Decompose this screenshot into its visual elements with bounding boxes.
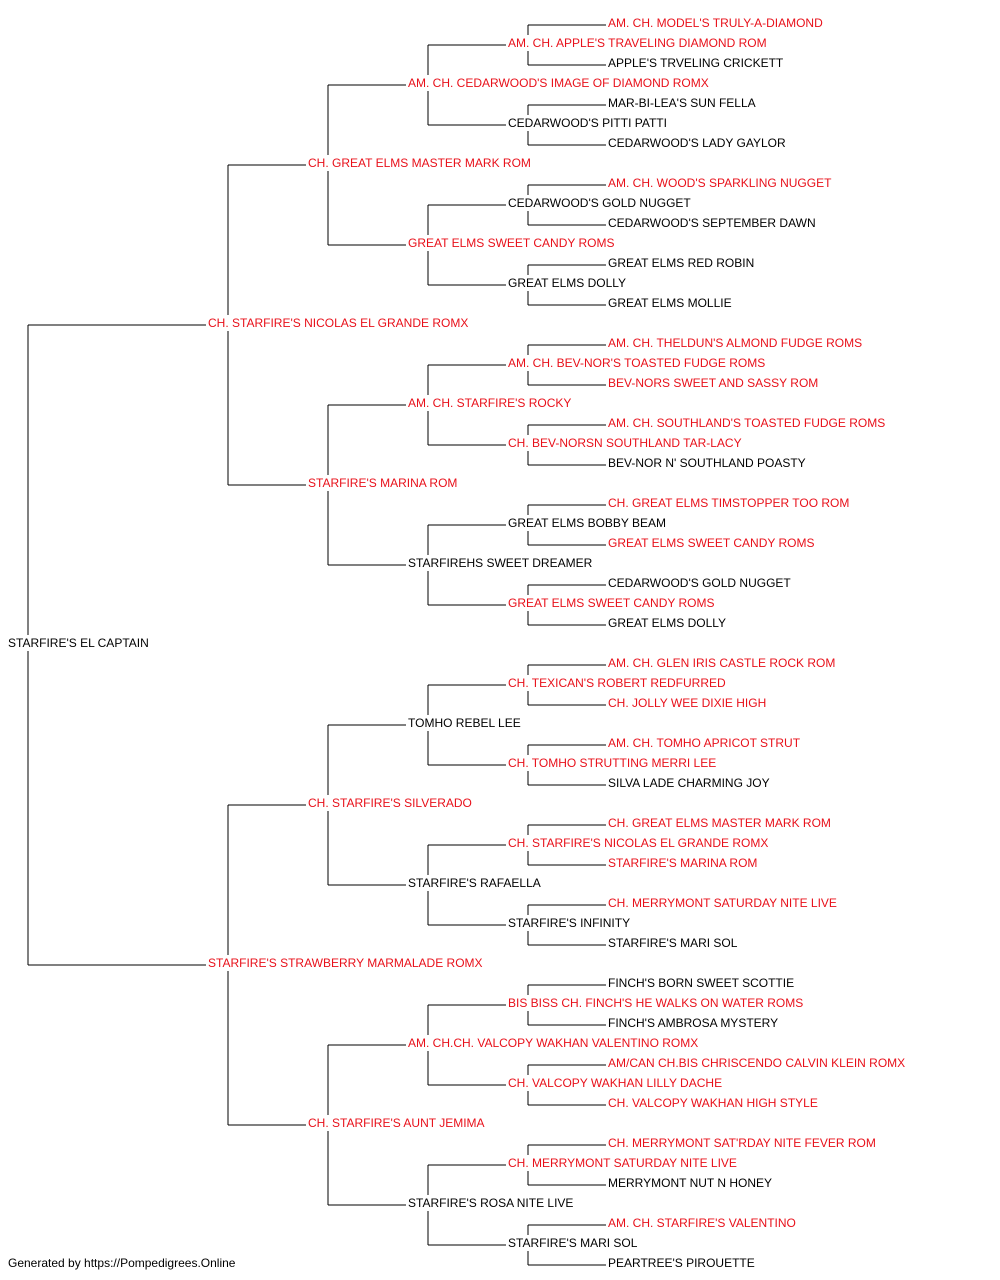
grandparent-name[interactable]: STARFIRE'S MARINA ROM: [308, 476, 457, 490]
parent-name[interactable]: STARFIRE'S STRAWBERRY MARMALADE ROMX: [208, 956, 483, 970]
great-grandparent-name[interactable]: TOMHO REBEL LEE: [408, 716, 521, 730]
subject-name[interactable]: STARFIRE'S EL CAPTAIN: [8, 636, 149, 650]
ggg-grandparent-name[interactable]: AM. CH. THELDUN'S ALMOND FUDGE ROMS: [608, 336, 862, 350]
ggg-grandparent-name[interactable]: CH. MERRYMONT SATURDAY NITE LIVE: [608, 896, 837, 910]
ggg-grandparent-name[interactable]: GREAT ELMS RED ROBIN: [608, 256, 754, 270]
ggg-grandparent-name[interactable]: CEDARWOOD'S GOLD NUGGET: [608, 576, 791, 590]
gg-grandparent-name[interactable]: CH. BEV-NORSN SOUTHLAND TAR-LACY: [508, 436, 742, 450]
ggg-grandparent-name[interactable]: BEV-NORS SWEET AND SASSY ROM: [608, 376, 818, 390]
ggg-grandparent-name[interactable]: BEV-NOR N' SOUTHLAND POASTY: [608, 456, 806, 470]
ggg-grandparent-name[interactable]: AM. CH. TOMHO APRICOT STRUT: [608, 736, 801, 750]
ggg-grandparent-name[interactable]: CH. VALCOPY WAKHAN HIGH STYLE: [608, 1096, 818, 1110]
gg-grandparent-name[interactable]: GREAT ELMS SWEET CANDY ROMS: [508, 596, 714, 610]
ggg-grandparent-name[interactable]: GREAT ELMS MOLLIE: [608, 296, 732, 310]
great-grandparent-name[interactable]: AM. CH. STARFIRE'S ROCKY: [408, 396, 571, 410]
great-grandparent-name[interactable]: STARFIRE'S ROSA NITE LIVE: [408, 1196, 573, 1210]
grandparent-name[interactable]: CH. STARFIRE'S AUNT JEMIMA: [308, 1116, 485, 1130]
ggg-grandparent-name[interactable]: APPLE'S TRVELING CRICKETT: [608, 56, 784, 70]
ggg-grandparent-name[interactable]: AM. CH. GLEN IRIS CASTLE ROCK ROM: [608, 656, 835, 670]
gg-grandparent-name[interactable]: CH. STARFIRE'S NICOLAS EL GRANDE ROMX: [508, 836, 768, 850]
ggg-grandparent-name[interactable]: FINCH'S AMBROSA MYSTERY: [608, 1016, 778, 1030]
ggg-grandparent-name[interactable]: AM. CH. STARFIRE'S VALENTINO: [608, 1216, 796, 1230]
ggg-grandparent-name[interactable]: FINCH'S BORN SWEET SCOTTIE: [608, 976, 794, 990]
ggg-grandparent-name[interactable]: STARFIRE'S MARINA ROM: [608, 856, 757, 870]
great-grandparent-name[interactable]: AM. CH. CEDARWOOD'S IMAGE OF DIAMOND ROM…: [408, 76, 709, 90]
gg-grandparent-name[interactable]: CEDARWOOD'S PITTI PATTI: [508, 116, 667, 130]
grandparent-name[interactable]: CH. STARFIRE'S SILVERADO: [308, 796, 472, 810]
ggg-grandparent-name[interactable]: STARFIRE'S MARI SOL: [608, 936, 738, 950]
ggg-grandparent-name[interactable]: CEDARWOOD'S SEPTEMBER DAWN: [608, 216, 816, 230]
gg-grandparent-name[interactable]: GREAT ELMS BOBBY BEAM: [508, 516, 666, 530]
gg-grandparent-name[interactable]: CH. TEXICAN'S ROBERT REDFURRED: [508, 676, 726, 690]
gg-grandparent-name[interactable]: CH. TOMHO STRUTTING MERRI LEE: [508, 756, 716, 770]
ggg-grandparent-name[interactable]: CH. GREAT ELMS MASTER MARK ROM: [608, 816, 831, 830]
gg-grandparent-name[interactable]: CEDARWOOD'S GOLD NUGGET: [508, 196, 691, 210]
gg-grandparent-name[interactable]: GREAT ELMS DOLLY: [508, 276, 626, 290]
generated-by-footer: Generated by https://Pompedigrees.Online: [8, 1256, 236, 1270]
ggg-grandparent-name[interactable]: AM. CH. WOOD'S SPARKLING NUGGET: [608, 176, 832, 190]
gg-grandparent-name[interactable]: AM. CH. APPLE'S TRAVELING DIAMOND ROM: [508, 36, 767, 50]
ggg-grandparent-name[interactable]: CH. MERRYMONT SAT'RDAY NITE FEVER ROM: [608, 1136, 876, 1150]
parent-name[interactable]: CH. STARFIRE'S NICOLAS EL GRANDE ROMX: [208, 316, 468, 330]
ggg-grandparent-name[interactable]: PEARTREE'S PIROUETTE: [608, 1256, 755, 1270]
grandparent-name[interactable]: CH. GREAT ELMS MASTER MARK ROM: [308, 156, 531, 170]
ggg-grandparent-name[interactable]: AM. CH. SOUTHLAND'S TOASTED FUDGE ROMS: [608, 416, 885, 430]
gg-grandparent-name[interactable]: STARFIRE'S MARI SOL: [508, 1236, 638, 1250]
gg-grandparent-name[interactable]: STARFIRE'S INFINITY: [508, 916, 630, 930]
great-grandparent-name[interactable]: STARFIREHS SWEET DREAMER: [408, 556, 593, 570]
ggg-grandparent-name[interactable]: GREAT ELMS DOLLY: [608, 616, 726, 630]
ggg-grandparent-name[interactable]: AM/CAN CH.BIS CHRISCENDO CALVIN KLEIN RO…: [608, 1056, 905, 1070]
ggg-grandparent-name[interactable]: CH. JOLLY WEE DIXIE HIGH: [608, 696, 766, 710]
gg-grandparent-name[interactable]: CH. MERRYMONT SATURDAY NITE LIVE: [508, 1156, 737, 1170]
gg-grandparent-name[interactable]: CH. VALCOPY WAKHAN LILLY DACHE: [508, 1076, 722, 1090]
great-grandparent-name[interactable]: AM. CH.CH. VALCOPY WAKHAN VALENTINO ROMX: [408, 1036, 698, 1050]
ggg-grandparent-name[interactable]: MERRYMONT NUT N HONEY: [608, 1176, 772, 1190]
ggg-grandparent-name[interactable]: CEDARWOOD'S LADY GAYLOR: [608, 136, 786, 150]
ggg-grandparent-name[interactable]: CH. GREAT ELMS TIMSTOPPER TOO ROM: [608, 496, 849, 510]
great-grandparent-name[interactable]: STARFIRE'S RAFAELLA: [408, 876, 541, 890]
great-grandparent-name[interactable]: GREAT ELMS SWEET CANDY ROMS: [408, 236, 614, 250]
ggg-grandparent-name[interactable]: AM. CH. MODEL'S TRULY-A-DIAMOND: [608, 16, 823, 30]
gg-grandparent-name[interactable]: BIS BISS CH. FINCH'S HE WALKS ON WATER R…: [508, 996, 803, 1010]
gg-grandparent-name[interactable]: AM. CH. BEV-NOR'S TOASTED FUDGE ROMS: [508, 356, 765, 370]
ggg-grandparent-name[interactable]: GREAT ELMS SWEET CANDY ROMS: [608, 536, 814, 550]
ggg-grandparent-name[interactable]: MAR-BI-LEA'S SUN FELLA: [608, 96, 756, 110]
ggg-grandparent-name[interactable]: SILVA LADE CHARMING JOY: [608, 776, 770, 790]
